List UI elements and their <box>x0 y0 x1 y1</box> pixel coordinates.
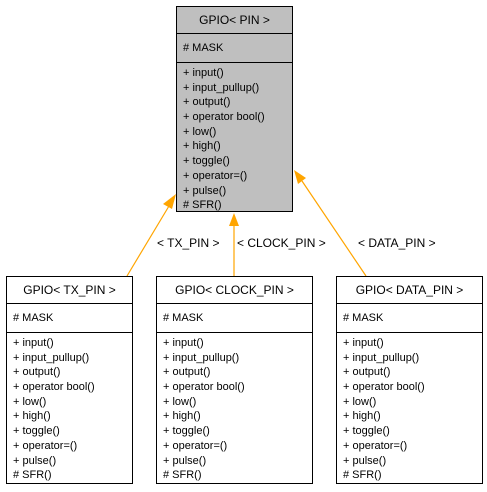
operation-assign: + operator=() <box>13 439 78 452</box>
operation-operator-bool: + operator bool() <box>343 381 425 394</box>
operation-high: + high() <box>13 410 51 423</box>
operation-toggle: + toggle() <box>183 155 230 168</box>
operation-high: + high() <box>163 410 201 423</box>
operation-toggle: + toggle() <box>163 425 210 438</box>
class-attributes: # MASK <box>177 34 292 63</box>
operation-high: + high() <box>183 140 221 153</box>
attribute-mask: # MASK <box>343 311 384 324</box>
class-operations: + input() + input_pullup() + output() + … <box>177 63 292 213</box>
operation-toggle: + toggle() <box>343 425 390 438</box>
operation-input: + input() <box>183 67 224 79</box>
operation-sfr: # SFR() <box>183 199 222 212</box>
operation-input: + input() <box>13 337 54 349</box>
operation-input: + input() <box>343 337 384 349</box>
operation-assign: + operator=() <box>183 169 248 182</box>
edge-clock-pin <box>229 213 239 276</box>
operation-input-pullup: + input_pullup() <box>343 351 420 364</box>
operation-high: + high() <box>343 410 381 423</box>
operation-toggle: + toggle() <box>13 425 60 438</box>
operation-input: + input() <box>163 337 204 349</box>
edge-label-clock-pin: < CLOCK_PIN > <box>237 236 326 250</box>
class-operations: + input() + input_pullup() + output() + … <box>157 333 312 483</box>
operation-low: + low() <box>13 395 47 408</box>
class-box-gpio-clock-pin[interactable]: GPIO< CLOCK_PIN > # MASK + input() + inp… <box>156 276 313 484</box>
edge-tx-pin <box>126 194 176 277</box>
attribute-mask: # MASK <box>163 311 204 324</box>
operation-assign: + operator=() <box>163 439 228 452</box>
class-operations: + input() + input_pullup() + output() + … <box>337 333 482 483</box>
class-box-gpio-tx-pin[interactable]: GPIO< TX_PIN > # MASK + input() + input_… <box>6 276 133 484</box>
arrowhead-tx-pin <box>163 194 176 209</box>
attribute-mask: # MASK <box>183 41 224 54</box>
operation-operator-bool: + operator bool() <box>183 111 265 124</box>
operation-output: + output() <box>13 366 61 379</box>
class-attributes: # MASK <box>7 304 132 333</box>
operation-input-pullup: + input_pullup() <box>13 351 90 364</box>
class-title: GPIO< DATA_PIN > <box>337 277 482 304</box>
operation-output: + output() <box>163 366 211 379</box>
class-title: GPIO< PIN > <box>177 7 292 34</box>
operation-sfr: # SFR() <box>343 469 382 482</box>
class-operations: + input() + input_pullup() + output() + … <box>7 333 132 483</box>
operation-low: + low() <box>163 395 197 408</box>
arrowhead-clock-pin <box>229 213 239 226</box>
operation-low: + low() <box>183 125 217 138</box>
operation-input-pullup: + input_pullup() <box>163 351 240 364</box>
operation-sfr: # SFR() <box>13 469 52 482</box>
operation-low: + low() <box>343 395 377 408</box>
operation-output: + output() <box>183 96 231 109</box>
operation-pulse: + pulse() <box>343 454 387 467</box>
operation-pulse: + pulse() <box>183 184 227 197</box>
operation-pulse: + pulse() <box>13 454 57 467</box>
arrowhead-data-pin <box>294 170 306 184</box>
operation-assign: + operator=() <box>343 439 408 452</box>
class-box-gpio-data-pin[interactable]: GPIO< DATA_PIN > # MASK + input() + inpu… <box>336 276 483 484</box>
operation-input-pullup: + input_pullup() <box>183 81 260 94</box>
edge-label-data-pin: < DATA_PIN > <box>358 236 436 250</box>
class-title: GPIO< TX_PIN > <box>7 277 132 304</box>
attribute-mask: # MASK <box>13 311 54 324</box>
operation-operator-bool: + operator bool() <box>163 381 245 394</box>
edge-label-tx-pin: < TX_PIN > <box>157 236 220 250</box>
class-attributes: # MASK <box>337 304 482 333</box>
operation-pulse: + pulse() <box>163 454 207 467</box>
edge-data-pin <box>294 170 367 277</box>
class-box-gpio-pin[interactable]: GPIO< PIN > # MASK + input() + input_pul… <box>176 6 293 212</box>
operation-output: + output() <box>343 366 391 379</box>
operation-operator-bool: + operator bool() <box>13 381 95 394</box>
operation-sfr: # SFR() <box>163 469 202 482</box>
class-attributes: # MASK <box>157 304 312 333</box>
class-title: GPIO< CLOCK_PIN > <box>157 277 312 304</box>
